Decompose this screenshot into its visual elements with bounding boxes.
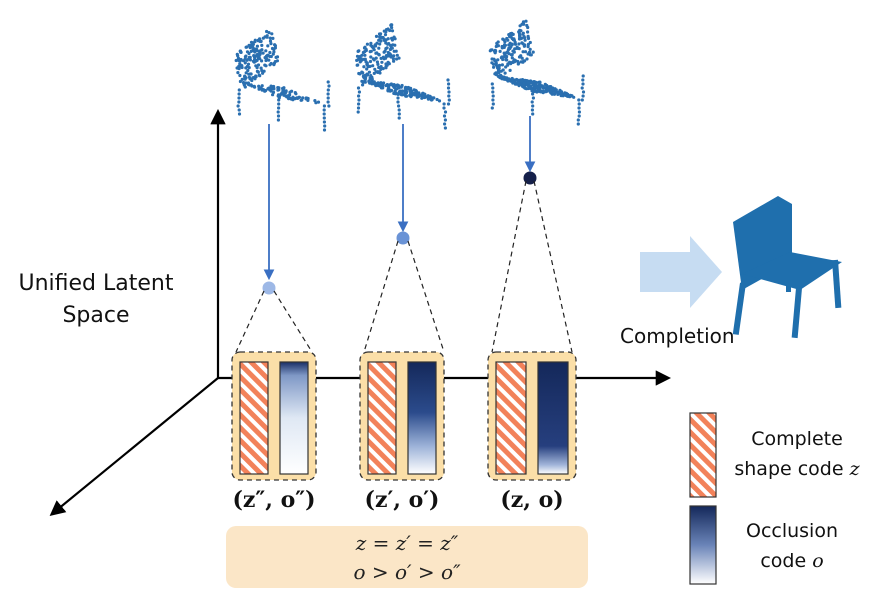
shape-code-bar [495,361,527,475]
code-box-3 [487,351,577,481]
equation-line-1: z = z′ = z″ [355,531,459,555]
code-box-2 [359,351,445,481]
zoom-lines [235,180,573,353]
completed-chair [732,196,842,339]
latent-point-3 [523,171,537,185]
pair-label-3: (z, o) [500,487,564,513]
legend-shape-bar [689,412,717,498]
legend-complete: Complete shape code z [724,424,870,484]
occlusion-code-bar [537,361,569,475]
equation-line-2: o > o′ > o″ [353,560,461,584]
legend-complete-line2: shape code [734,458,844,480]
legend-occlusion-symbol: o [812,550,824,572]
legend-complete-line1: Complete [751,428,843,450]
legend-occlusion-line2: code [760,550,807,572]
equation-box [226,526,588,588]
shape-code-bar [367,361,397,475]
legend-occlusion: Occlusion code o [728,516,856,576]
legend-complete-symbol: z [849,458,860,480]
legend-occlusion-line1: Occlusion [745,520,838,542]
code-box-1 [231,351,317,481]
occlusion-code-bar [279,361,309,475]
partial-point-clouds [234,19,586,132]
completion-arrow [640,236,722,308]
completion-label: Completion [620,324,735,348]
point-cloud-chair-3 [488,19,586,126]
shape-code-bar [239,361,269,475]
axis-label: Unified Latent Space [18,271,174,328]
latent-point-1 [262,281,276,295]
latent-point-2 [396,231,410,245]
pair-label-1: (z″, o″) [232,487,316,513]
projection-arrows [263,116,536,281]
point-cloud-chair-1 [234,29,331,132]
point-cloud-chair-2 [355,23,451,130]
occlusion-code-bar [407,361,437,475]
legend-occlusion-bar [689,505,717,585]
pair-label-2: (z′, o′) [364,487,440,513]
